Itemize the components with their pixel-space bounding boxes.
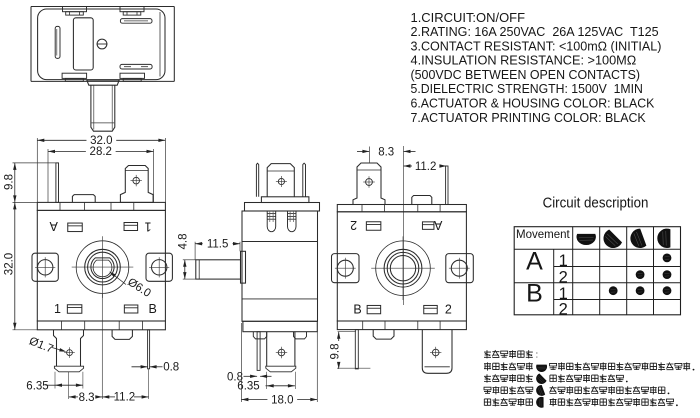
svg-text:Circuit description: Circuit description xyxy=(543,196,649,212)
svg-text:9.8: 9.8 xyxy=(330,344,342,360)
svg-text:0.8: 0.8 xyxy=(163,361,179,373)
svg-text:8.3: 8.3 xyxy=(378,146,394,158)
svg-text:18.0: 18.0 xyxy=(271,394,293,406)
svg-text:1: 1 xyxy=(144,220,151,234)
svg-text:5.DIELECTRIC STRENGTH: 1500V: 5.DIELECTRIC STRENGTH: 1500V 1MIN xyxy=(411,82,643,96)
svg-text:7.ACTUATOR PRINTING COLOR: BLA: 7.ACTUATOR PRINTING COLOR: BLACK xyxy=(411,111,647,125)
svg-text:2: 2 xyxy=(350,218,357,232)
svg-text:11.2: 11.2 xyxy=(415,161,437,173)
svg-text:1: 1 xyxy=(54,302,61,316)
svg-text:2: 2 xyxy=(559,268,568,286)
svg-text:11.5: 11.5 xyxy=(207,239,229,251)
svg-text:32.0: 32.0 xyxy=(90,135,112,147)
svg-text:11.2: 11.2 xyxy=(114,392,136,404)
svg-text:3.CONTACT RESISTANT: <100mΩ (I: 3.CONTACT RESISTANT: <100mΩ (INITIAL) xyxy=(411,39,662,53)
svg-text:0.8: 0.8 xyxy=(227,371,243,383)
svg-text:6.35: 6.35 xyxy=(26,380,48,392)
svg-text:B: B xyxy=(353,303,361,317)
svg-text:8.3: 8.3 xyxy=(79,392,95,404)
svg-text:A: A xyxy=(433,218,442,232)
svg-text:1.CIRCUIT:ON/OFF: 1.CIRCUIT:ON/OFF xyxy=(411,11,526,25)
svg-text:9.8: 9.8 xyxy=(4,174,16,190)
svg-text:B: B xyxy=(526,280,543,308)
svg-text:32.0: 32.0 xyxy=(4,253,16,275)
svg-text:4.INSULATION RESISTANCE: >100M: 4.INSULATION RESISTANCE: >100MΩ xyxy=(411,54,637,68)
svg-text:(500VDC BETWEEN OPEN CONTACTS): (500VDC BETWEEN OPEN CONTACTS) xyxy=(411,68,641,82)
svg-text:6.35: 6.35 xyxy=(237,380,259,392)
svg-text:4.8: 4.8 xyxy=(178,234,190,250)
svg-text:A: A xyxy=(526,247,543,275)
svg-text:A: A xyxy=(49,219,58,233)
svg-text::: : xyxy=(536,350,539,360)
svg-text:B: B xyxy=(149,302,157,316)
svg-text:2: 2 xyxy=(445,303,452,317)
svg-text:1: 1 xyxy=(559,285,568,303)
svg-text:1: 1 xyxy=(559,252,568,270)
svg-text:6.ACTUATOR & HOUSING COLOR: BL: 6.ACTUATOR & HOUSING COLOR: BLACK xyxy=(411,97,655,111)
svg-text:2: 2 xyxy=(559,300,568,318)
svg-text:28.2: 28.2 xyxy=(90,146,112,158)
svg-text:Movement: Movement xyxy=(516,229,570,241)
svg-text:2.RATING: 16A 250VAC 26A 125V: 2.RATING: 16A 250VAC 26A 125VAC T125 xyxy=(411,25,659,39)
